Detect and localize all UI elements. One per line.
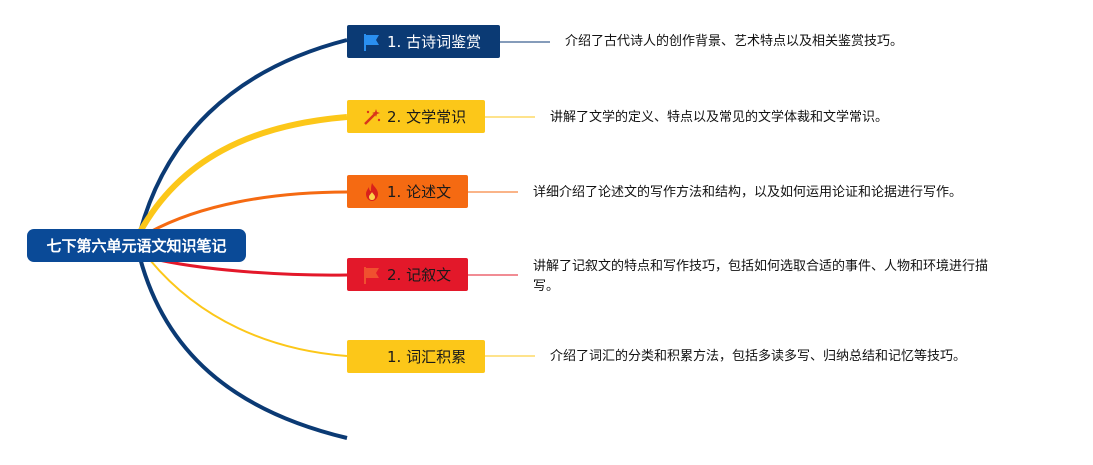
topic-lunshuwen-label: 1. 论述文 — [387, 183, 452, 201]
topic-jixuwen-label: 2. 记叙文 — [387, 266, 452, 284]
root-topic[interactable]: 七下第六单元语文知识笔记 — [27, 229, 246, 262]
topic-gushici[interactable]: 1. 古诗词鉴赏 — [347, 25, 500, 58]
arc-bottom-navy — [138, 257, 348, 440]
note-cihui: 介绍了词汇的分类和积累方法，包括多读多写、归纳总结和记忆等技巧。 — [550, 349, 967, 364]
note-lunshuwen: 详细介绍了论述文的写作方法和结构，以及如何运用论证和论据进行写作。 — [533, 185, 963, 200]
red-flag-icon — [361, 264, 383, 286]
topic-jixuwen[interactable]: 2. 记叙文 — [347, 258, 468, 291]
flag-icon — [361, 31, 383, 53]
topic-wenxue-label: 2. 文学常识 — [387, 108, 467, 126]
magic-wand-icon — [361, 106, 383, 128]
note-gushici: 介绍了古代诗人的创作背景、艺术特点以及相关鉴赏技巧。 — [565, 34, 904, 49]
topic-wenxue[interactable]: 2. 文学常识 — [347, 100, 485, 133]
connector-wenxue — [137, 114, 348, 234]
note-jixuwen: 讲解了记叙文的特点和写作技巧，包括如何选取合适的事件、人物和环境进行描 写。 — [533, 259, 989, 294]
topic-lunshuwen[interactable]: 1. 论述文 — [347, 175, 468, 208]
note-wenxue: 讲解了文学的定义、特点以及常见的文学体裁和文学常识。 — [550, 110, 889, 125]
connector-lunshuwen — [149, 190, 348, 234]
topic-cihui[interactable]: 1. 词汇积累 — [347, 340, 485, 373]
topic-cihui-label: 1. 词汇积累 — [387, 348, 467, 366]
arc-top-navy — [138, 38, 348, 233]
fire-icon — [361, 181, 383, 203]
connector-cihui — [149, 259, 348, 357]
root-topic-label: 七下第六单元语文知识笔记 — [46, 237, 227, 255]
connector-jixuwen — [149, 256, 348, 277]
topic-gushici-label: 1. 古诗词鉴赏 — [387, 33, 482, 51]
